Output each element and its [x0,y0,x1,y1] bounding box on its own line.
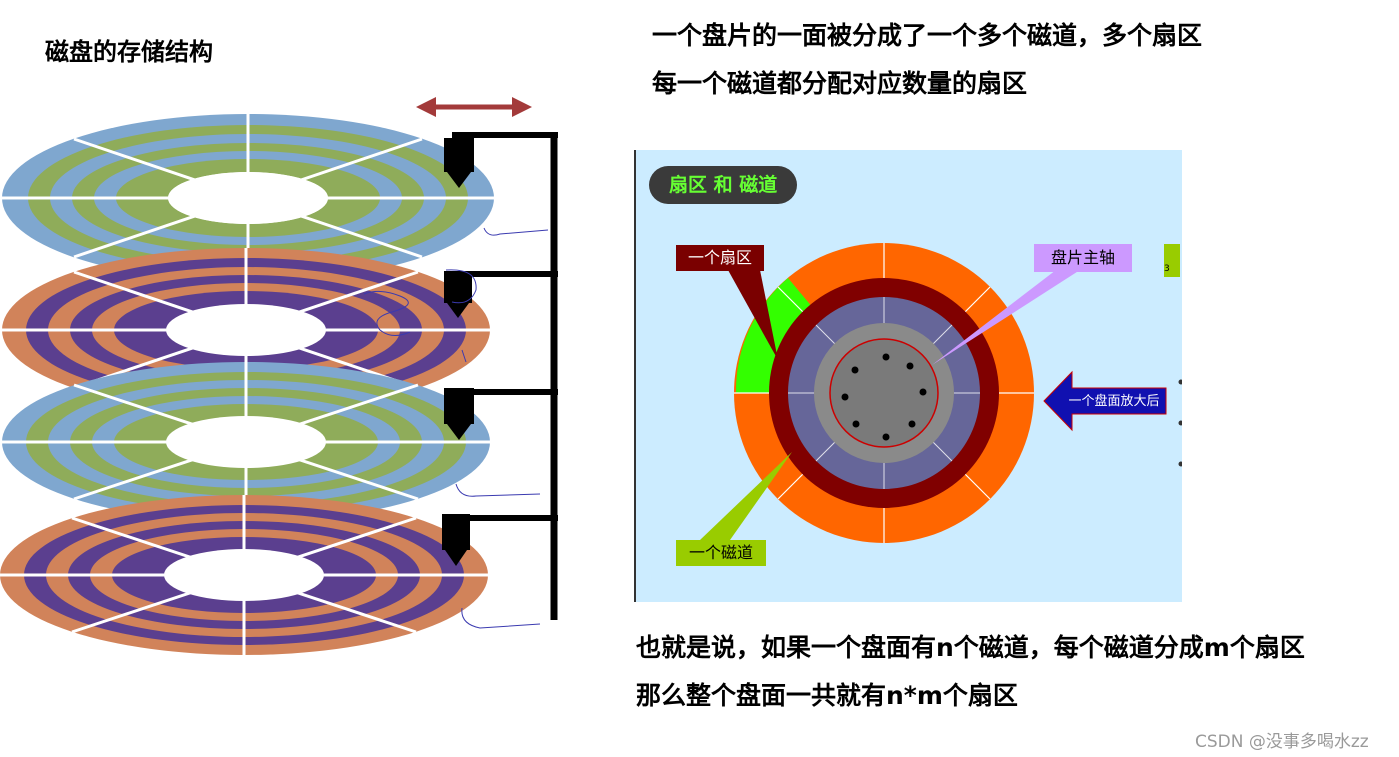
double-arrow-icon [416,97,532,117]
read-write-head-3 [444,388,474,440]
platter-stack-diagram [0,97,558,655]
spindle-holes [841,353,927,441]
label-spindle: 盘片主轴 [1034,244,1132,272]
scribble-annotations [363,227,549,629]
footer-line-2: 那么整个盘面一共就有n*m个扇区 [636,681,1018,710]
footer-line-1: 也就是说，如果一个盘面有n个磁道，每个磁道分成m个扇区 [636,633,1305,662]
read-write-head-4 [442,514,470,566]
label-enlarged-surface: 一个盘面放大后 [1068,394,1160,409]
platter-2 [2,248,490,412]
edge-tab: 3 [1164,244,1180,277]
watermark: CSDN @没事多喝水zz [1195,732,1369,752]
left-title: 磁盘的存储结构 [45,38,213,66]
label-sector: 一个扇区 [676,245,764,271]
header-line-2: 每一个磁道都分配对应数量的扇区 [652,69,1028,98]
spindle-callout-pointer [932,270,1080,365]
sector-callout-pointer [728,270,778,360]
left-arrow-icon [1043,370,1167,432]
label-track: 一个磁道 [676,540,766,566]
platter-4 [0,495,488,655]
header-line-1: 一个盘片的一面被分成了一个多个磁道，多个扇区 [652,21,1203,50]
track-callout-pointer [700,452,792,540]
read-write-head-2 [444,271,472,318]
platter-closeup-diagram [700,243,1182,543]
panel-title-pill: 扇区 和 磁道 [649,166,798,204]
read-write-head-1 [444,138,474,188]
platter-1 [2,114,494,282]
platter-3 [2,362,490,522]
